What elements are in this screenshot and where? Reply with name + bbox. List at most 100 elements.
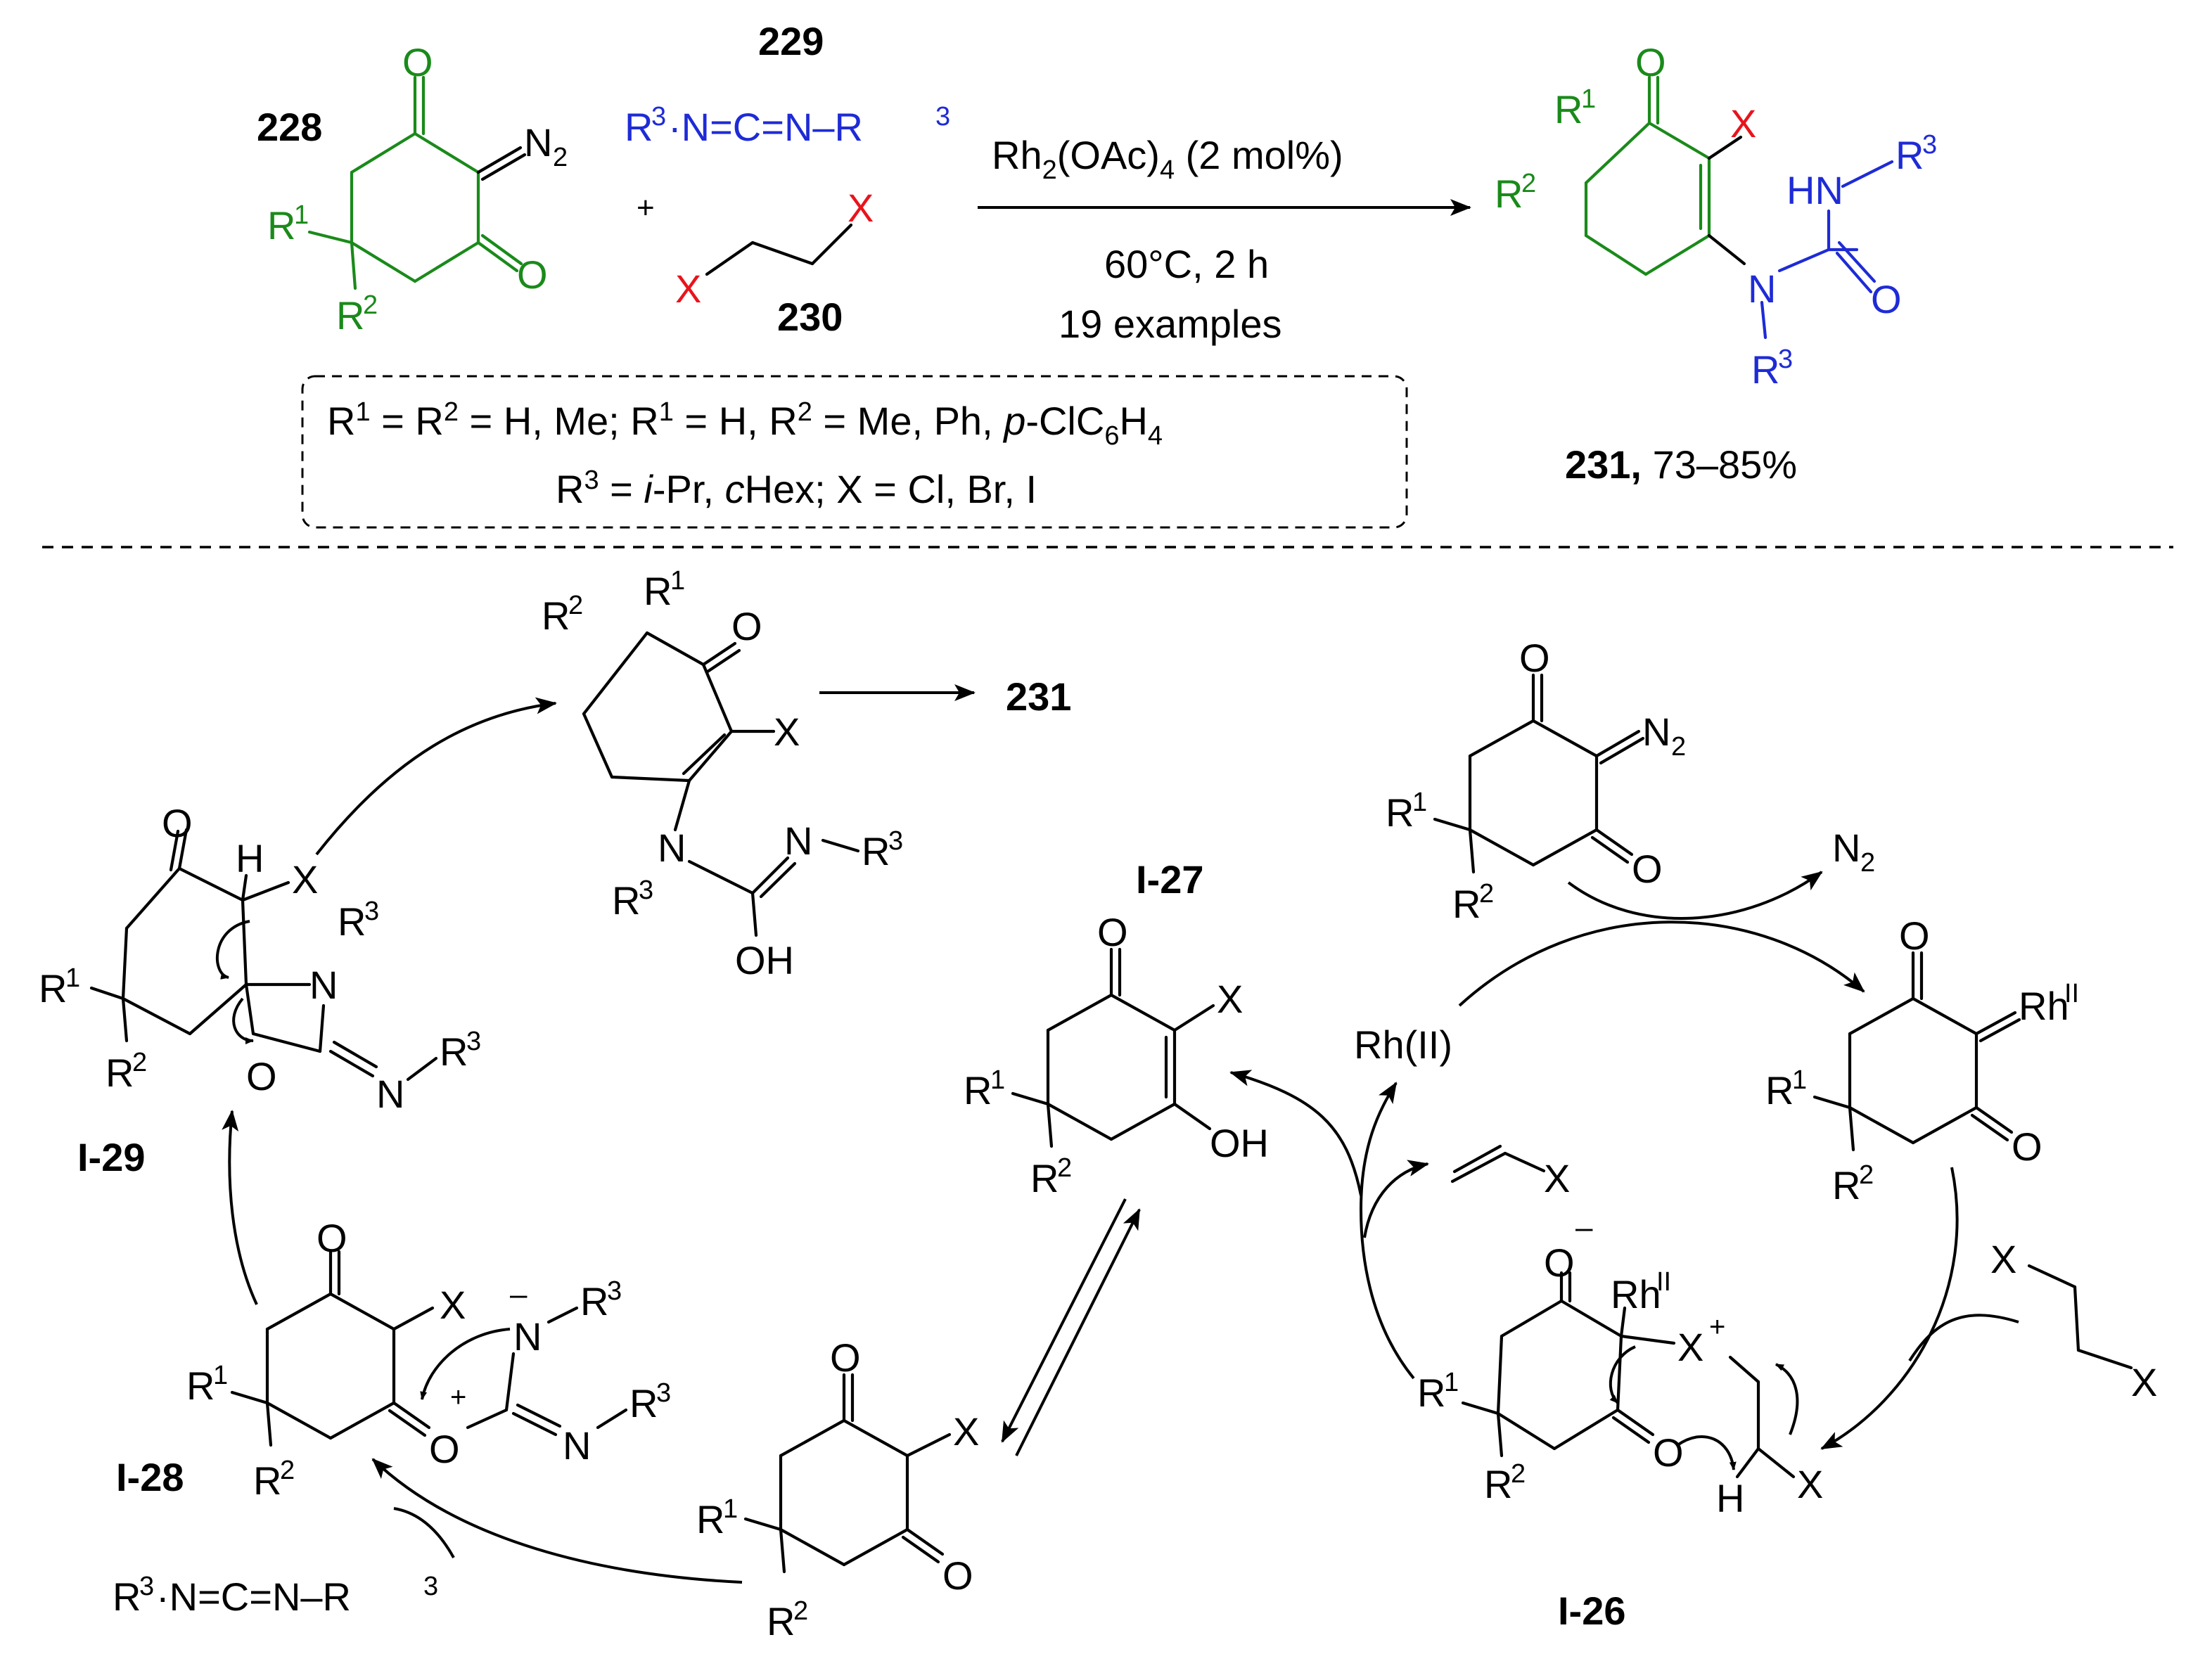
cycle-arrow (222, 1110, 258, 1305)
compound-231: O X R 1 R 2 N HN R 3 O R 3 231, 73–85% (1495, 40, 1937, 487)
atom-X: X (675, 267, 701, 311)
superscript-2: 2 (1859, 1160, 1874, 1190)
carbodiimide-addition (393, 1507, 455, 1558)
label-230: 230 (777, 295, 843, 339)
atom-O: O (517, 252, 548, 297)
reagent-entry-arrow (1908, 1314, 2019, 1362)
superscript-1: 1 (1444, 1368, 1459, 1397)
atom-O: O (731, 604, 762, 648)
electron-push-arrow (215, 920, 250, 980)
atom-O: O (162, 801, 193, 845)
atom-O: O (1632, 847, 1663, 891)
atom-O: O (1635, 40, 1666, 84)
subscript-2: 2 (1860, 848, 1875, 878)
atom-X: X (1797, 1462, 1823, 1506)
electron-push-arrow (232, 997, 254, 1044)
atom-R: R (1484, 1462, 1512, 1506)
superscript-2: 2 (1057, 1153, 1072, 1183)
label-I-26: I-26 (1558, 1589, 1626, 1633)
atom-R: R (1554, 87, 1583, 132)
atom-H: H (236, 836, 264, 880)
superscript-1: 1 (213, 1361, 228, 1390)
atom-R: R (1832, 1163, 1860, 1207)
diazo-substrate: O N 2 O R 1 R 2 (1386, 636, 1686, 926)
rh-catalyst: Rh(II) (1354, 1022, 1452, 1067)
n2-release-arrow (1567, 871, 1823, 920)
atom-O: O (246, 1054, 277, 1098)
carbodiimide-chain: ·N=C=N–R (668, 105, 863, 149)
label-I-27: I-27 (1136, 857, 1204, 902)
atom-R: R (542, 594, 570, 638)
dihaloethane-reagent: X X (1908, 1237, 2157, 1404)
overall-reaction: 228 O O N 2 R 1 R (257, 19, 1937, 529)
atom-N: N (563, 1423, 591, 1468)
superscript-3: 3 (423, 1572, 438, 1601)
atom-R: R (267, 203, 295, 248)
atom-O: O (1899, 913, 1930, 958)
atom-R: R (580, 1279, 608, 1323)
label-I-29: I-29 (77, 1135, 146, 1179)
atom-O: O (942, 1553, 973, 1598)
atom-O: O (2012, 1124, 2042, 1169)
atom-X: X (1217, 977, 1243, 1021)
superscript-3: 3 (888, 826, 903, 856)
electron-push-arrow (1609, 1345, 1636, 1404)
oxidation-state: II (1656, 1267, 1671, 1297)
atom-N: N (784, 819, 812, 863)
atom-R: R (644, 569, 672, 613)
superscript-3: 3 (364, 897, 379, 926)
cycle-arrow (1820, 1167, 1959, 1450)
atom-X: X (1730, 101, 1756, 146)
superscript-3: 3 (639, 876, 653, 905)
atom-R: R (113, 1575, 141, 1619)
superscript-2: 2 (793, 1596, 808, 1626)
atom-OH: OH (735, 938, 794, 982)
atom-O: O (1519, 636, 1550, 680)
atom-O: O (1871, 277, 1902, 321)
atom-R: R (696, 1497, 724, 1541)
carbodiimide-reagent: R 3 ·N=C=N–R 3 (113, 1572, 438, 1619)
superscript-1: 1 (1792, 1065, 1807, 1095)
plus-charge: + (450, 1382, 466, 1413)
label-I-28: I-28 (116, 1455, 184, 1499)
atom-R: R (629, 1381, 658, 1425)
superscript-1: 1 (723, 1494, 738, 1524)
atom-N: N (1748, 267, 1776, 311)
atom-X: X (2131, 1360, 2157, 1404)
mechanism: R 2 R 1 O X N R 3 N R 3 OH 231 (39, 566, 2157, 1643)
keto-intermediate: O X O R 1 R 2 (696, 1335, 979, 1643)
atom-R: R (186, 1364, 215, 1408)
atom-N: N (658, 826, 686, 870)
atom-R: R (338, 899, 366, 944)
atom-Rh: Rh (2019, 984, 2069, 1028)
atom-R: R (39, 966, 67, 1011)
atom-N: N (309, 963, 338, 1007)
equilibrium-arrow (1001, 1198, 1127, 1443)
catalyst-regeneration-arrow (1359, 1082, 1415, 1380)
intermediate-I-29: O H X R 3 N O N R 3 R 1 R 2 I-29 (39, 801, 481, 1179)
cycle-arrow (315, 697, 557, 856)
atom-X: X (774, 710, 800, 754)
minus-charge: – (510, 1277, 528, 1312)
compound-229: 229 R 3 ·N=C=N–R 3 (625, 19, 950, 149)
substituent-line-2: R3 = i-Pr, cHex; X = Cl, Br, I (556, 466, 1037, 511)
atom-N: N (513, 1314, 542, 1359)
atom-R: R (1765, 1068, 1794, 1112)
atom-O: O (429, 1427, 460, 1471)
subscript-2: 2 (553, 143, 568, 172)
atom-R: R (767, 1599, 795, 1643)
atom-R: R (964, 1068, 992, 1112)
electron-push-arrow (1775, 1363, 1799, 1435)
reaction-conditions: Rh2(OAc)4 (2 mol%) 60°C, 2 h 19 examples (978, 133, 1471, 346)
superscript-2: 2 (132, 1048, 147, 1077)
atom-HN: HN (1786, 168, 1843, 212)
imidic-acid-intermediate: R 2 R 1 O X N R 3 N R 3 OH (542, 566, 903, 982)
superscript-1: 1 (990, 1065, 1005, 1095)
atom-O: O (317, 1216, 347, 1260)
vinyl-halide: X (1450, 1144, 1570, 1200)
ring-228 (307, 75, 527, 290)
atom-R: R (253, 1458, 281, 1503)
atom-R: R (1495, 172, 1523, 216)
superscript-3: 3 (139, 1572, 154, 1601)
